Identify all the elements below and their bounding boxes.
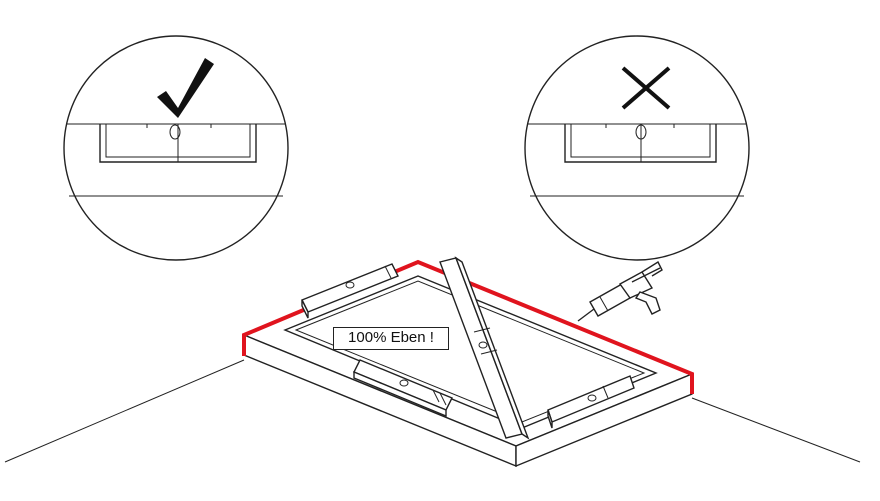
spirit-level-right bbox=[547, 375, 635, 429]
cross-icon bbox=[621, 66, 671, 110]
flatness-label: 100% Eben ! bbox=[333, 327, 449, 350]
checkmark-icon bbox=[157, 58, 214, 118]
caulking-gun-icon bbox=[577, 260, 663, 322]
spirit-level-left bbox=[301, 263, 399, 319]
spirit-level-diagonal bbox=[439, 256, 530, 440]
spirit-level-front bbox=[353, 359, 453, 418]
sealant-edge bbox=[242, 259, 694, 394]
detail-panel-correct bbox=[63, 35, 289, 261]
room-floor-lines bbox=[4, 359, 861, 463]
detail-panel-incorrect bbox=[524, 35, 750, 261]
